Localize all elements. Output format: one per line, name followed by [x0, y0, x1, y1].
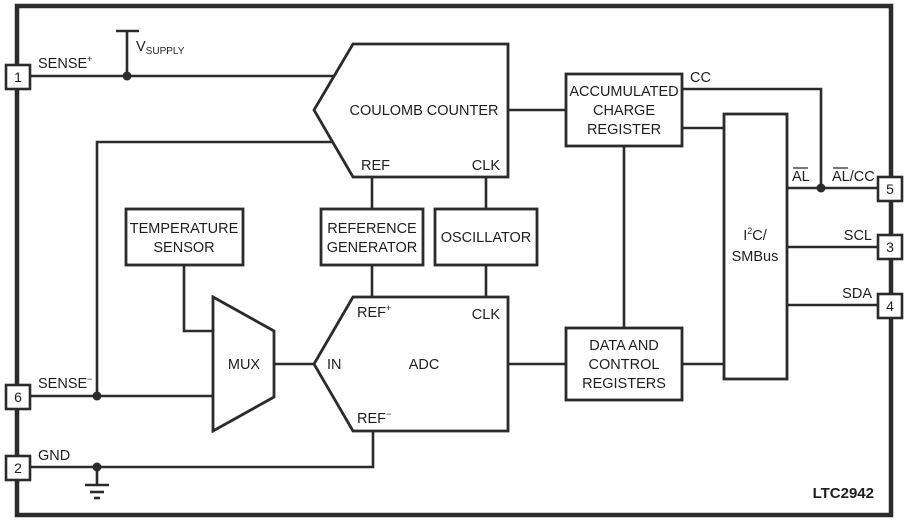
svg-text:ACCUMULATED: ACCUMULATED — [569, 84, 678, 100]
vsupply-label: VSUPPLY — [136, 39, 185, 57]
chip-outline — [14, 3, 894, 518]
pin-6: 6 SENSE− — [4, 374, 92, 411]
svg-text:1: 1 — [14, 69, 22, 85]
pin-5: 5 AL/CC — [832, 167, 904, 203]
pin-3: 3 SCL — [844, 228, 904, 261]
svg-text:MUX: MUX — [228, 357, 261, 373]
sense-minus-feedback-wire — [95, 140, 333, 396]
svg-text:SMBus: SMBus — [732, 249, 779, 265]
svg-text:AL: AL — [792, 169, 810, 185]
svg-text:GND: GND — [38, 448, 70, 464]
svg-text:ADC: ADC — [409, 357, 440, 373]
adc-block: ADC IN REF+ REF− CLK — [312, 295, 510, 433]
part-number: LTC2942 — [813, 485, 874, 502]
i2c-smbus-block: I2C/ SMBus — [722, 112, 789, 381]
svg-text:3: 3 — [886, 239, 894, 255]
svg-text:REGISTERS: REGISTERS — [582, 376, 666, 392]
reference-generator-block: REFERENCE GENERATOR — [319, 207, 425, 267]
ground-icon — [85, 483, 109, 500]
svg-text:SCL: SCL — [844, 228, 872, 244]
svg-text:4: 4 — [886, 298, 894, 314]
svg-text:COULOMB COUNTER: COULOMB COUNTER — [349, 103, 498, 119]
pin-4: 4 SDA — [842, 286, 904, 320]
svg-text:REGISTER: REGISTER — [587, 122, 661, 138]
pin-2: 2 GND — [4, 448, 70, 482]
al-label: AL — [792, 167, 810, 185]
sense-minus-junction — [92, 391, 102, 401]
svg-text:DATA AND: DATA AND — [589, 338, 659, 354]
temp-to-mux-wire — [182, 265, 213, 333]
svg-text:REF+: REF+ — [357, 303, 391, 321]
svg-text:TEMPERATURE: TEMPERATURE — [130, 221, 239, 237]
cc-label: CC — [690, 70, 711, 86]
svg-text:CONTROL: CONTROL — [589, 357, 660, 373]
vsupply-junction — [122, 71, 132, 81]
temperature-sensor-block: TEMPERATURE SENSOR — [124, 207, 245, 267]
svg-text:GENERATOR: GENERATOR — [327, 240, 418, 256]
gnd-junction — [92, 462, 102, 472]
svg-text:CHARGE: CHARGE — [593, 103, 655, 119]
svg-text:SENSE+: SENSE+ — [38, 54, 92, 72]
al-cc-junction — [816, 183, 826, 193]
svg-text:REF−: REF− — [357, 409, 391, 427]
svg-text:CLK: CLK — [472, 307, 501, 323]
data-control-registers-block: DATA AND CONTROL REGISTERS — [564, 326, 684, 402]
pin-1: 1 SENSE+ — [4, 54, 92, 91]
gnd-wire — [29, 432, 375, 469]
svg-text:OSCILLATOR: OSCILLATOR — [441, 230, 532, 246]
svg-text:CLK: CLK — [472, 158, 501, 174]
oscillator-block: OSCILLATOR — [433, 207, 539, 267]
accumulated-charge-register-block: ACCUMULATED CHARGE REGISTER — [564, 72, 684, 148]
wires — [29, 29, 879, 484]
svg-text:IN: IN — [327, 357, 342, 373]
svg-text:2: 2 — [14, 460, 22, 476]
svg-text:SDA: SDA — [842, 286, 872, 302]
coulomb-counter-block: COULOMB COUNTER REF CLK — [312, 42, 510, 179]
svg-text:I2C/: I2C/ — [743, 226, 768, 244]
mux-block: MUX — [211, 294, 276, 434]
svg-text:SENSE−: SENSE− — [38, 374, 92, 392]
svg-text:6: 6 — [14, 389, 22, 405]
svg-text:REFERENCE: REFERENCE — [327, 221, 417, 237]
svg-text:AL/CC: AL/CC — [832, 169, 875, 185]
cc-wire — [682, 87, 823, 188]
svg-text:5: 5 — [886, 181, 894, 197]
svg-text:SENSOR: SENSOR — [153, 240, 214, 256]
svg-text:REF: REF — [361, 158, 390, 174]
